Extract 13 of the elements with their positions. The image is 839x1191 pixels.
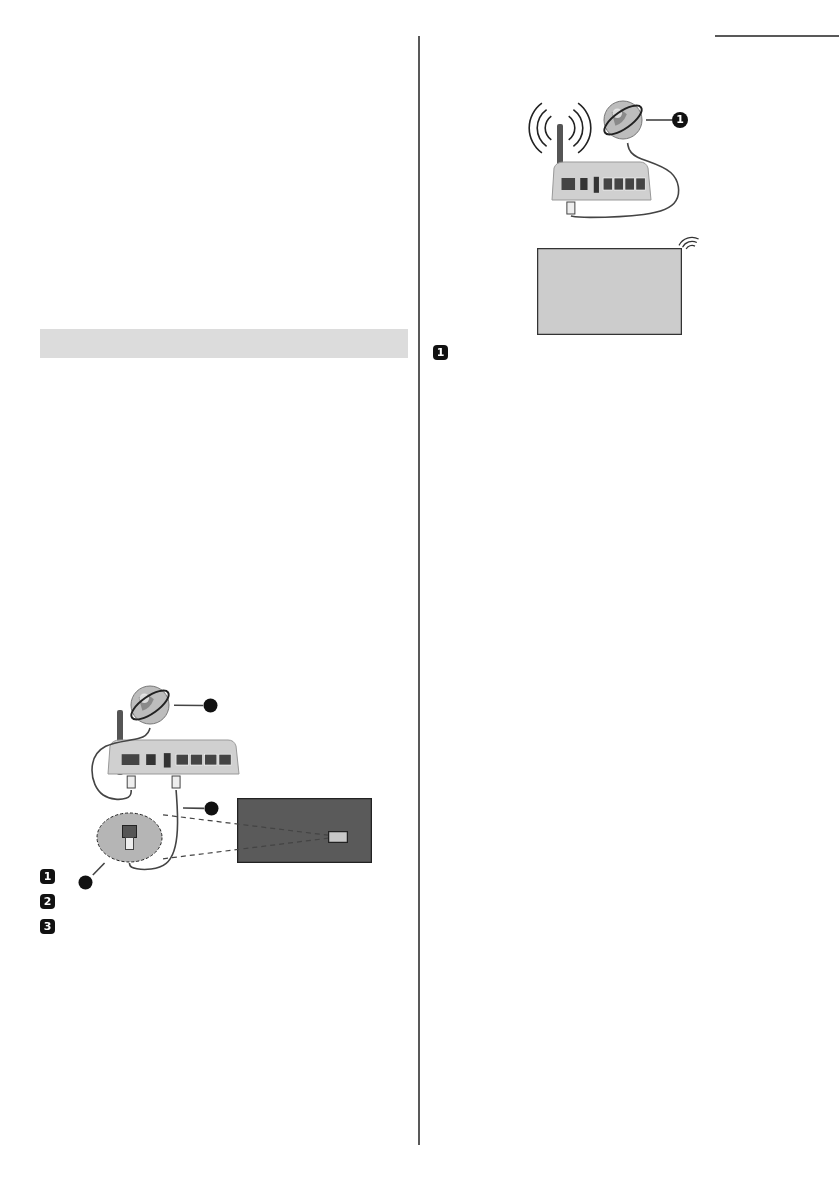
legend-number: 1	[40, 869, 55, 884]
callout-number: 1	[672, 112, 688, 128]
leader-line	[92, 862, 106, 876]
leader-line	[182, 807, 205, 810]
leader-line	[173, 704, 204, 707]
leader-line	[645, 119, 673, 121]
zoom-line	[162, 837, 329, 860]
legend-number: 1	[433, 345, 448, 360]
cable	[128, 789, 179, 871]
zoom-line	[162, 814, 329, 836]
legend-number: 3	[40, 919, 55, 934]
cable	[570, 142, 680, 219]
legend-number: 2	[40, 894, 55, 909]
